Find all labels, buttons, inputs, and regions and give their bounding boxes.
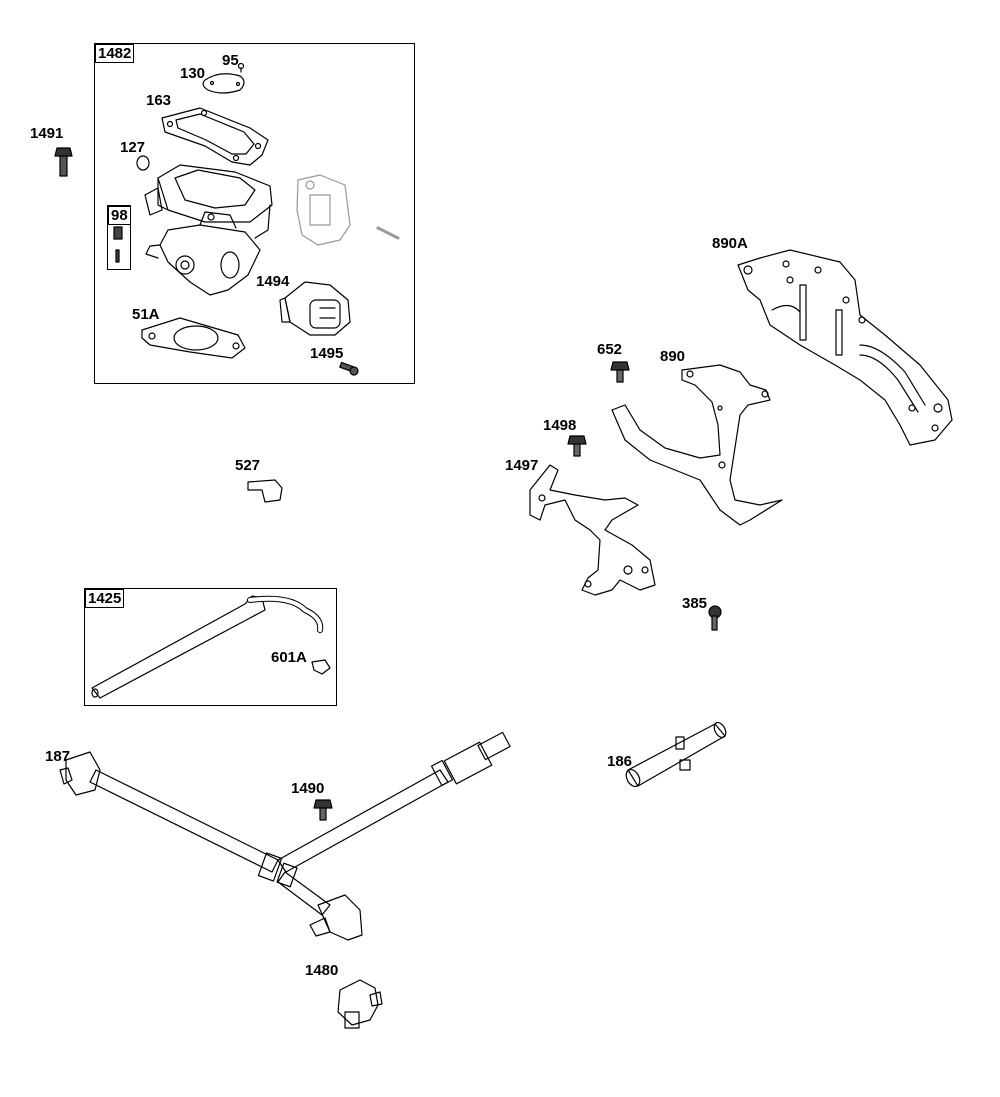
callout-1491: 1491 <box>30 125 64 142</box>
part-1425-tube <box>91 595 324 699</box>
callout-95: 95 <box>222 52 239 69</box>
callout-652: 652 <box>597 341 623 358</box>
callout-1490: 1490 <box>291 780 325 797</box>
callout-1498: 1498 <box>543 417 577 434</box>
part-1490-bolt <box>313 799 333 821</box>
part-601a-clamp <box>311 659 331 675</box>
part-95-screw <box>237 62 245 73</box>
part-527-clip <box>247 479 283 503</box>
callout-51a: 51A <box>132 306 160 323</box>
callout-1494: 1494 <box>256 273 290 290</box>
group-frame-1482 <box>94 43 415 384</box>
part-1494-valve <box>279 281 351 336</box>
callout-163: 163 <box>146 92 172 109</box>
part-51a-gasket <box>141 317 246 359</box>
part-1498-bolt <box>567 435 587 457</box>
part-fuel-hose-assembly <box>59 731 511 941</box>
part-sensor-phantom <box>296 174 400 246</box>
part-385-screw <box>708 605 722 631</box>
part-127-oring <box>136 155 150 171</box>
group-label-1425: 1425 <box>85 589 125 608</box>
callout-1497: 1497 <box>505 457 539 474</box>
callout-527: 527 <box>235 457 261 474</box>
group-frame-1425 <box>84 588 337 706</box>
part-1491-bolt <box>54 147 73 177</box>
part-186-tee <box>625 721 727 788</box>
part-652-bolt <box>610 361 630 383</box>
group-frame-98 <box>107 205 131 270</box>
part-1480-fitting <box>337 979 383 1029</box>
part-890a-bracket <box>737 249 953 446</box>
group-label-98: 98 <box>108 206 131 225</box>
group-label-1482: 1482 <box>95 44 135 63</box>
part-1497-bracket <box>529 464 656 596</box>
callout-1480: 1480 <box>305 962 339 979</box>
callout-890a: 890A <box>712 235 748 252</box>
part-130-gasket <box>202 73 245 94</box>
callout-130: 130 <box>180 65 206 82</box>
part-163-gasket <box>161 107 269 166</box>
callout-1495: 1495 <box>310 345 344 362</box>
part-890-bracket <box>611 364 783 526</box>
callout-186: 186 <box>607 753 633 770</box>
part-1495-screw <box>339 361 359 376</box>
part-throttle-body <box>144 164 273 296</box>
callout-890: 890 <box>660 348 686 365</box>
callout-187: 187 <box>45 748 71 765</box>
callout-385: 385 <box>682 595 708 612</box>
callout-127: 127 <box>120 139 146 156</box>
callout-601a: 601A <box>271 649 307 666</box>
part-98-pieces <box>113 226 123 263</box>
